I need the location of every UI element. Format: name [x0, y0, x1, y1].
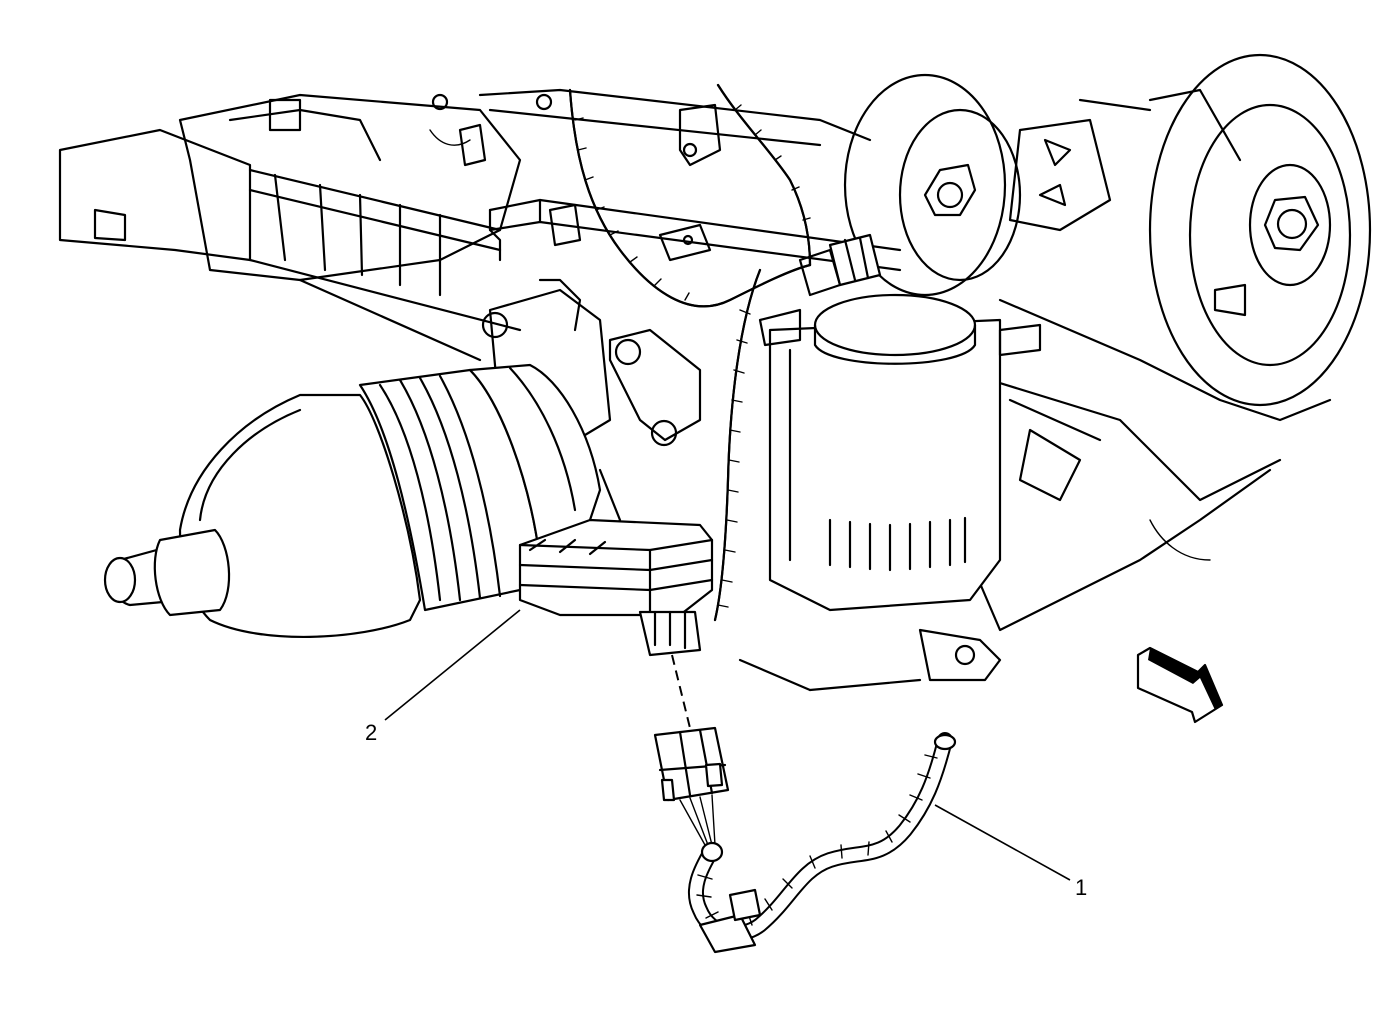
- hose-fitting: [798, 233, 882, 297]
- callout-label-1: 1: [1075, 875, 1087, 900]
- callout-leader-2: [384, 609, 521, 721]
- drive-axle: [103, 363, 602, 639]
- connection-guide-line: [671, 654, 691, 729]
- transmission-case: [738, 298, 1332, 692]
- engine-block-left: [58, 93, 553, 362]
- accessory-pulleys: [843, 53, 1372, 407]
- upper-wiring-harness: [568, 83, 812, 622]
- direction-arrow-icon: [1136, 646, 1224, 724]
- control-module: [518, 518, 714, 657]
- harness-connector: [653, 726, 730, 846]
- starter-housing: [758, 293, 1042, 612]
- callout-leader-1: [934, 804, 1071, 881]
- callout-label-2: 2: [365, 720, 377, 745]
- engine-upper-rails: [478, 88, 902, 272]
- wiring-harness-item-1: [688, 732, 957, 954]
